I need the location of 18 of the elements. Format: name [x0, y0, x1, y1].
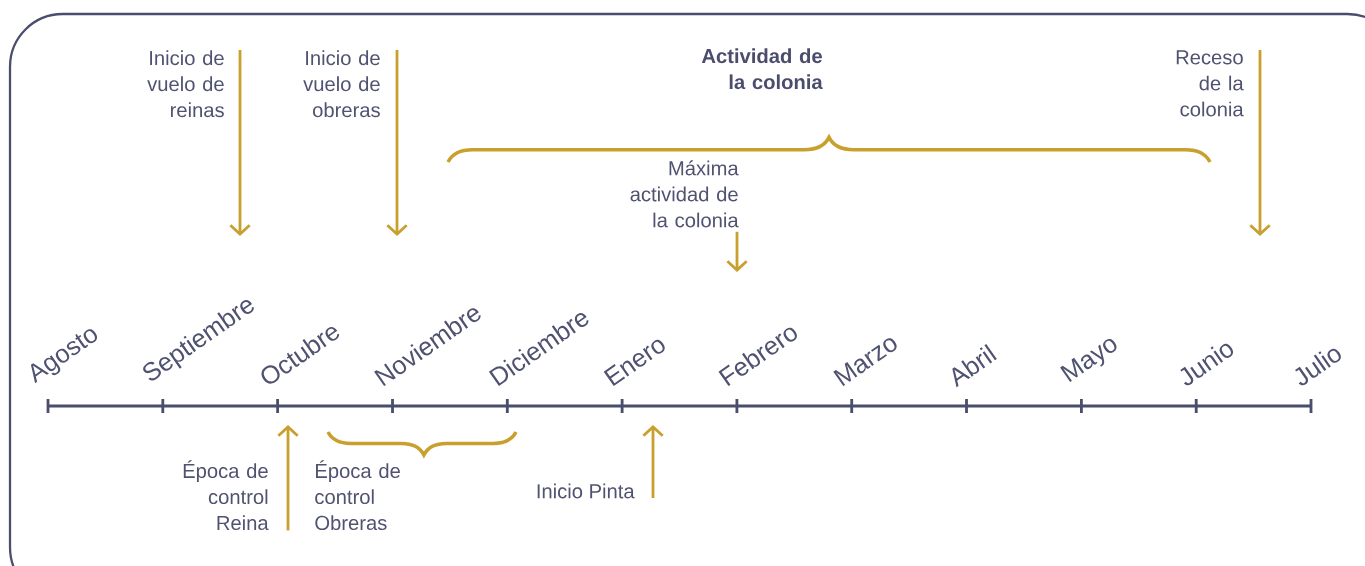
arrow: [277, 425, 299, 531]
timeline-note: Inicio de vuelo de obreras: [303, 50, 380, 118]
timeline-note: Época de control Reina: [183, 460, 269, 531]
arrow: [229, 50, 251, 236]
arrow: [386, 50, 408, 236]
month-label: Julio: [1295, 348, 1341, 386]
timeline-note: Máxima actividad de la colonia: [630, 160, 739, 228]
timeline-note: Inicio Pinta: [537, 483, 635, 499]
arrow: [1249, 50, 1271, 236]
timeline-note: Inicio de vuelo de reinas: [147, 50, 224, 118]
arrow: [726, 231, 748, 272]
period-label: Actividad de la colonia: [701, 48, 823, 90]
arrow: [642, 425, 664, 498]
timeline-note: Receso de la colonia: [1176, 50, 1244, 117]
period-label: Época de control Obreras: [315, 460, 400, 531]
month-label: Junio: [1180, 343, 1234, 386]
month-label: Mayo: [1060, 338, 1117, 382]
month-label: Abril: [952, 343, 997, 388]
